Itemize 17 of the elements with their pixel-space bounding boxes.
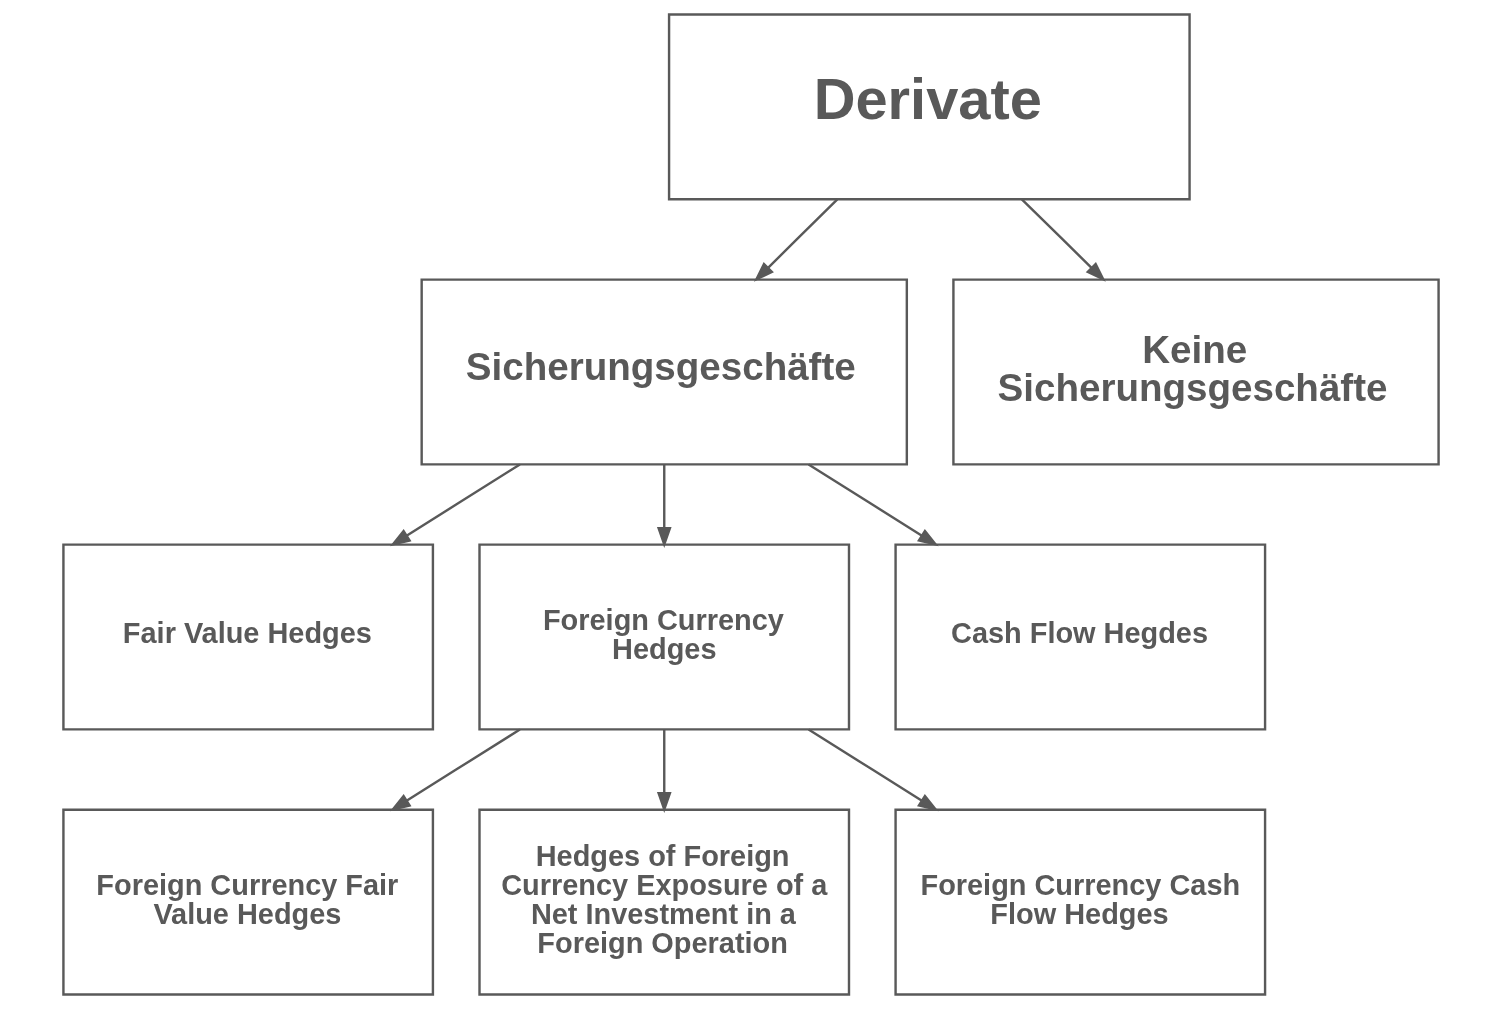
arrow — [753, 198, 838, 282]
node-box: Sicherungsgeschäfte — [419, 278, 908, 466]
arrow — [807, 728, 939, 812]
node-box: Foreign Currency Hedges — [477, 543, 850, 731]
arrow — [656, 729, 672, 813]
node-box: Foreign Currency Fair Value Hedges — [61, 808, 434, 996]
arrow — [656, 464, 672, 548]
arrow — [807, 463, 939, 547]
node-box: Hedges of Foreign Currency Exposure of a Net Investment in a Foreign Operation — [477, 808, 850, 996]
arrow — [389, 728, 521, 812]
node-box: Fair Value Hedges — [61, 543, 434, 731]
node-box: Foreign Currency Cash Flow Hedges — [893, 808, 1266, 996]
node-box: Keine Sicherungsgeschäfte — [951, 278, 1440, 466]
arrow — [389, 463, 521, 547]
arrow — [1020, 198, 1106, 282]
node-box: Cash Flow Hegdes — [893, 543, 1266, 731]
node-box: Derivate — [667, 13, 1191, 201]
